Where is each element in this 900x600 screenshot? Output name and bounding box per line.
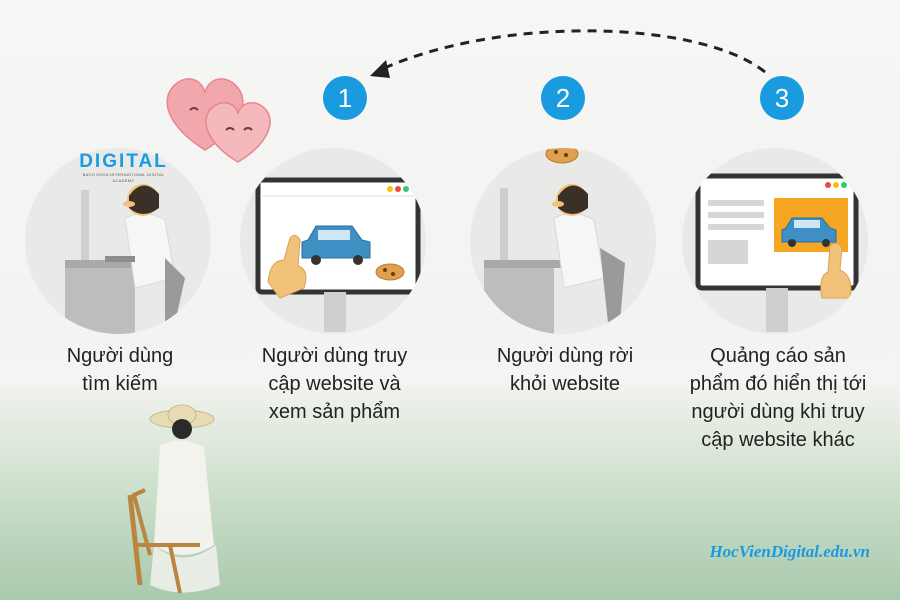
- caption-line: xem sản phẩm: [268, 401, 401, 423]
- man-leaving-icon: [484, 148, 625, 334]
- circle-ad-retargeting: [682, 148, 868, 334]
- caption-line: người dùng khi truy: [691, 401, 865, 423]
- logo-main-text: DIGITAL: [79, 151, 168, 172]
- caption-step-3: Quảng cáo sản phẩm đó hiển thị tới người…: [668, 342, 888, 454]
- caption-line: phẩm đó hiển thị tới: [689, 373, 867, 395]
- caption-line: Người dùng rời: [496, 345, 634, 367]
- caption-line: Người dùng: [66, 345, 174, 367]
- watermark-site: HocVienDigital.edu.vn: [709, 542, 870, 561]
- step-1-badge: 1: [323, 76, 367, 120]
- caption-line: Người dùng truy: [261, 345, 408, 367]
- monitor-ad-icon: [695, 173, 859, 332]
- caption-start: Người dùng tìm kiếm: [20, 342, 220, 398]
- woman-on-chair-photo: [127, 404, 220, 594]
- digital-logo: DIGITAL BACH KHOA INTERNATIONAL DIGITAL …: [76, 152, 171, 184]
- caption-line: khỏi website: [509, 373, 621, 395]
- circle-user-searching: [25, 148, 211, 334]
- monitor-car-icon: [255, 177, 421, 332]
- caption-line: Quảng cáo sản: [710, 345, 846, 367]
- man-at-computer-icon: [65, 184, 185, 334]
- background-sea-photo: [0, 385, 900, 600]
- caption-line: cập website khác: [701, 429, 855, 451]
- caption-line: cập website và: [268, 373, 401, 395]
- circle-view-product: [240, 148, 426, 334]
- hearts-icon: [166, 78, 271, 163]
- caption-line: tìm kiếm: [82, 373, 158, 395]
- circle-user-leaving: [470, 148, 656, 334]
- caption-step-1: Người dùng truy cập website và xem sản p…: [232, 342, 437, 426]
- logo-sub-text: BACH KHOA INTERNATIONAL DIGITAL ACADEMY: [82, 172, 165, 183]
- step-3-badge: 3: [760, 76, 804, 120]
- caption-step-2: Người dùng rời khỏi website: [465, 342, 665, 398]
- step-2-badge: 2: [541, 76, 585, 120]
